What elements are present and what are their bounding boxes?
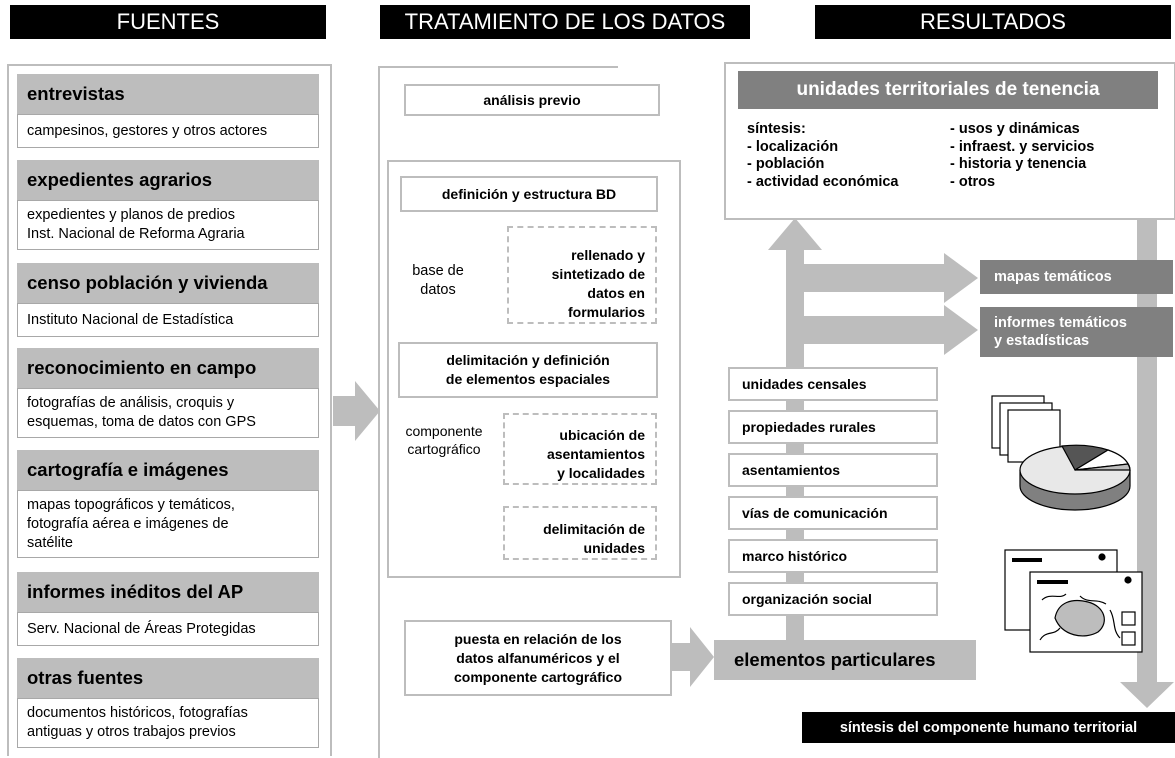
delimitacion-definicion-box: delimitación y definición de elementos e… <box>398 342 658 398</box>
element-propiedades-rurales: propiedades rurales <box>728 410 938 444</box>
source-desc-entrevistas: campesinos, gestores y otros actores <box>17 114 319 148</box>
database-label-line: datos <box>420 282 456 298</box>
source-desc-line: Inst. Nacional de Reforma Agraria <box>27 226 245 242</box>
element-organizacion-social: organización social <box>728 582 938 616</box>
source-title-censo: censo población y vivienda <box>17 263 319 303</box>
source-desc-line: expedientes y planos de predios <box>27 207 235 223</box>
element-vias-comunicacion: vías de comunicación <box>728 496 938 530</box>
database-label-line: base de <box>412 263 464 279</box>
database-label: base de datos <box>398 262 478 300</box>
analisis-previo-box: análisis previo <box>404 84 660 116</box>
source-desc-line: documentos históricos, fotografías <box>27 705 248 721</box>
source-title-entrevistas: entrevistas <box>17 74 319 114</box>
puesta-line: componente cartográfico <box>453 668 623 685</box>
source-desc-expedientes: expedientes y planos de predios Inst. Na… <box>17 200 319 250</box>
informes-line: y estadísticas <box>994 333 1090 349</box>
source-title-otras: otras fuentes <box>17 658 319 698</box>
source-desc-line: satélite <box>27 534 73 551</box>
ubicacion-line: ubicación de <box>559 427 645 443</box>
delimitacion-line: delimitación y definición <box>446 352 610 368</box>
reports-pie-icon <box>991 395 1131 511</box>
flow-arrow-elementos <box>672 627 714 687</box>
rellenado-box: rellenado y sintetizado de datos en form… <box>507 226 657 324</box>
rellenado-line: formularios <box>567 304 645 320</box>
flow-arrow-sources <box>333 381 380 441</box>
source-desc-line: Serv. Nacional de Áreas Protegidas <box>27 620 256 637</box>
source-desc-line: mapas topográficos y temáticos, <box>27 496 235 513</box>
thematic-maps-icon <box>1004 549 1143 653</box>
source-title-reconocimiento: reconocimiento en campo <box>17 348 319 388</box>
delimitacion-unidades-box: delimitación de unidades <box>503 506 657 560</box>
source-title-informes: informes inéditos del AP <box>17 572 319 612</box>
delimitacion-line: de elementos espaciales <box>445 371 611 387</box>
source-desc-informes: Serv. Nacional de Áreas Protegidas <box>17 612 319 646</box>
rellenado-line: sintetizado de <box>551 266 645 282</box>
source-desc-reconocimiento: fotografías de análisis, croquis y esque… <box>17 388 319 438</box>
componente-label: componente cartográfico <box>394 422 494 458</box>
definicion-bd-box: definición y estructura BD <box>400 176 658 212</box>
source-desc-cartografia: mapas topográficos y temáticos, fotograf… <box>17 490 319 558</box>
source-desc-line: antiguas y otros trabajos previos <box>27 724 236 740</box>
ubicacion-box: ubicación de asentamientos y localidades <box>503 413 657 485</box>
element-asentamientos: asentamientos <box>728 453 938 487</box>
sintesis-left-list: síntesis: - localización - población - a… <box>747 121 899 191</box>
element-unidades-censales: unidades censales <box>728 367 938 401</box>
flow-arrow-informes <box>804 305 978 355</box>
delimitacion-unidades-line: unidades <box>583 540 645 556</box>
source-desc-censo: Instituto Nacional de Estadística <box>17 303 319 337</box>
elementos-particulares-box: elementos particulares <box>714 640 976 680</box>
sintesis-item: - población <box>747 156 825 172</box>
flow-arrow-mapas <box>804 253 978 303</box>
informes-tematicos-box: informes temáticos y estadísticas <box>980 307 1173 357</box>
sintesis-item: - localización <box>747 138 839 155</box>
source-desc-line: esquemas, toma de datos con GPS <box>27 414 256 430</box>
sintesis-final-box: síntesis del componente humano territori… <box>802 712 1175 743</box>
sintesis-right-list: - usos y dinámicas - infraest. y servici… <box>950 121 1094 191</box>
source-desc-otras: documentos históricos, fotografías antig… <box>17 698 319 748</box>
flow-arrow-sintesis <box>1120 218 1174 708</box>
rellenado-line: rellenado y <box>571 247 645 263</box>
unidades-title: unidades territoriales de tenencia <box>738 71 1158 109</box>
sintesis-item: - infraest. y servicios <box>950 138 1095 155</box>
ubicacion-line: y localidades <box>557 465 645 481</box>
ubicacion-line: asentamientos <box>546 446 645 462</box>
source-title-cartografia: cartografía e imágenes <box>17 450 319 490</box>
sintesis-item: - usos y dinámicas <box>950 121 1080 137</box>
element-marco-historico: marco histórico <box>728 539 938 573</box>
sintesis-item: - actividad económica <box>747 173 899 190</box>
mapas-tematicos-box: mapas temáticos <box>980 260 1173 294</box>
source-desc-line: campesinos, gestores y otros actores <box>27 122 268 139</box>
puesta-relacion-box: puesta en relación de los datos alfanumé… <box>404 620 672 696</box>
rellenado-line: datos en <box>587 285 645 301</box>
source-desc-line: fotografías de análisis, croquis y <box>27 395 235 411</box>
sintesis-item: - otros <box>950 173 996 190</box>
puesta-line: puesta en relación de los <box>454 630 622 647</box>
componente-label-line: cartográfico <box>407 441 481 457</box>
sintesis-item: - historia y tenencia <box>950 156 1087 172</box>
delimitacion-unidades-line: delimitación de <box>543 521 645 537</box>
source-title-expedientes: expedientes agrarios <box>17 160 319 200</box>
source-desc-line: fotografía aérea e imágenes de <box>27 515 229 532</box>
header-tratamiento: TRATAMIENTO DE LOS DATOS <box>380 5 750 39</box>
informes-line: informes temáticos <box>994 315 1127 331</box>
sintesis-item: síntesis: <box>747 121 806 137</box>
componente-label-line: componente <box>405 423 483 439</box>
header-fuentes: FUENTES <box>10 5 326 39</box>
puesta-line: datos alfanuméricos y el <box>456 649 620 666</box>
header-resultados: RESULTADOS <box>815 5 1171 39</box>
source-desc-line: Instituto Nacional de Estadística <box>27 311 234 328</box>
